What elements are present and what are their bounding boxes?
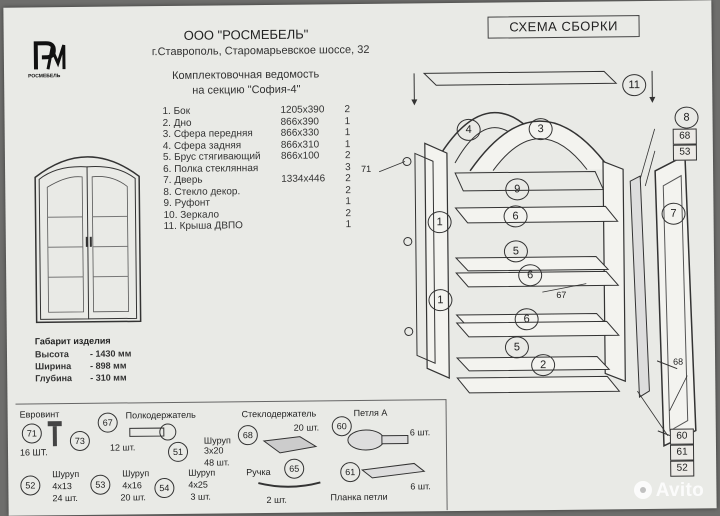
label-6-top: 6 bbox=[503, 205, 528, 228]
evrovint-qty: 16 ШТ. bbox=[19, 447, 48, 458]
label-6-mid: 6 bbox=[518, 264, 543, 287]
steklo-qty: 20 шт. bbox=[293, 422, 320, 433]
gabarit-width: Ширина- 898 мм bbox=[35, 360, 127, 372]
evrovint-label: Евровинт bbox=[19, 409, 60, 420]
scheme-title: СХЕМА СБОРКИ bbox=[487, 15, 640, 39]
label-5-top: 5 bbox=[503, 240, 529, 263]
gabarit-height: Высота- 1430 мм bbox=[34, 348, 132, 360]
polkoderzhatel-label: Полкодержатель bbox=[125, 409, 196, 421]
ruchka-icon bbox=[258, 481, 321, 488]
label-73-fit: 73 bbox=[69, 430, 91, 452]
instruction-sheet: РОСМЕБЕЛЬ ООО "РОСМЕБЕЛЬ" г.Ставрополь, … bbox=[3, 0, 717, 516]
avito-icon bbox=[633, 481, 652, 499]
s54-label: Шуруп bbox=[188, 467, 216, 478]
s54-qty: 3 шт. bbox=[190, 491, 211, 502]
box-53: 53 bbox=[672, 144, 697, 161]
vedomost-subtitle: на секцию "София-4" bbox=[192, 83, 301, 97]
company-address: г.Ставрополь, Старомарьевское шоссе, 32 bbox=[151, 43, 370, 59]
label-68-fit: 68 bbox=[237, 425, 258, 446]
label-54-fit: 54 bbox=[154, 477, 175, 499]
label-68: 68 bbox=[673, 356, 684, 367]
label-11: 11 bbox=[622, 73, 647, 97]
shurup-3x20: Шуруп bbox=[203, 435, 231, 446]
label-65-fit: 65 bbox=[284, 458, 305, 479]
label-4: 4 bbox=[456, 118, 481, 141]
label-53-fit: 53 bbox=[90, 474, 111, 495]
watermark: Avito bbox=[633, 480, 704, 502]
gabarit-title: Габарит изделия bbox=[34, 335, 111, 347]
box-61: 61 bbox=[669, 444, 695, 461]
box-68: 68 bbox=[672, 128, 697, 145]
label-52-fit: 52 bbox=[20, 475, 41, 496]
ruchka-label: Ручка bbox=[246, 466, 271, 478]
rosmebel-logo-icon bbox=[33, 41, 66, 70]
polko-qty: 12 шт. bbox=[109, 442, 136, 453]
label-71: 71 bbox=[361, 163, 372, 174]
label-2: 2 bbox=[531, 353, 556, 377]
s54-size: 4х25 bbox=[188, 479, 208, 490]
label-71-fit: 71 bbox=[21, 423, 42, 444]
petlya-qty: 6 шт. bbox=[409, 427, 431, 438]
label-5-bottom: 5 bbox=[504, 336, 530, 359]
company-name: ООО "РОСМЕБЕЛЬ" bbox=[183, 26, 309, 43]
assembly-scheme bbox=[378, 70, 697, 448]
cabinet-illustration bbox=[34, 156, 142, 324]
label-1-left-lower: 1 bbox=[428, 289, 453, 312]
vkladka-label: Планка петли bbox=[330, 491, 388, 503]
gabarit-depth: Глубина- 310 мм bbox=[35, 372, 127, 384]
vedomost-title: Комплектовочная ведомость bbox=[172, 68, 320, 82]
evrovint-icon bbox=[47, 421, 62, 447]
s52-size: 4х13 bbox=[52, 481, 72, 492]
s52-qty: 24 шт. bbox=[52, 492, 78, 504]
shurup-3x20-qty: 48 шт. bbox=[204, 457, 230, 468]
label-67-fit: 67 bbox=[97, 412, 118, 433]
label-51-fit: 51 bbox=[167, 441, 189, 463]
label-67: 67 bbox=[556, 289, 567, 300]
s53-size: 4х16 bbox=[122, 480, 142, 491]
label-3: 3 bbox=[528, 117, 553, 141]
planka-icon bbox=[360, 462, 426, 479]
ruchka-qty: 2 шт. bbox=[266, 494, 287, 505]
s52-label: Шуруп bbox=[52, 468, 80, 480]
label-8: 8 bbox=[674, 106, 699, 129]
label-7: 7 bbox=[661, 202, 686, 225]
label-9: 9 bbox=[505, 178, 530, 201]
petlya-label: Петля А bbox=[353, 407, 388, 419]
vkladka-qty: 6 шт. bbox=[410, 481, 431, 492]
box-52: 52 bbox=[670, 460, 695, 477]
steklo-icon bbox=[262, 436, 318, 454]
polkoderzhatel-icon bbox=[129, 423, 177, 441]
label-6-bottom: 6 bbox=[514, 308, 539, 331]
steklo-label: Стеклодержатель bbox=[241, 408, 317, 420]
shurup-3x20-size: 3х20 bbox=[203, 445, 224, 456]
logo-text: РОСМЕБЕЛЬ bbox=[28, 73, 61, 80]
petlya-icon bbox=[347, 429, 409, 451]
label-1-left: 1 bbox=[427, 211, 452, 234]
s53-label: Шуруп bbox=[122, 468, 150, 479]
box-60: 60 bbox=[669, 428, 694, 445]
s53-qty: 20 шт. bbox=[120, 492, 146, 503]
